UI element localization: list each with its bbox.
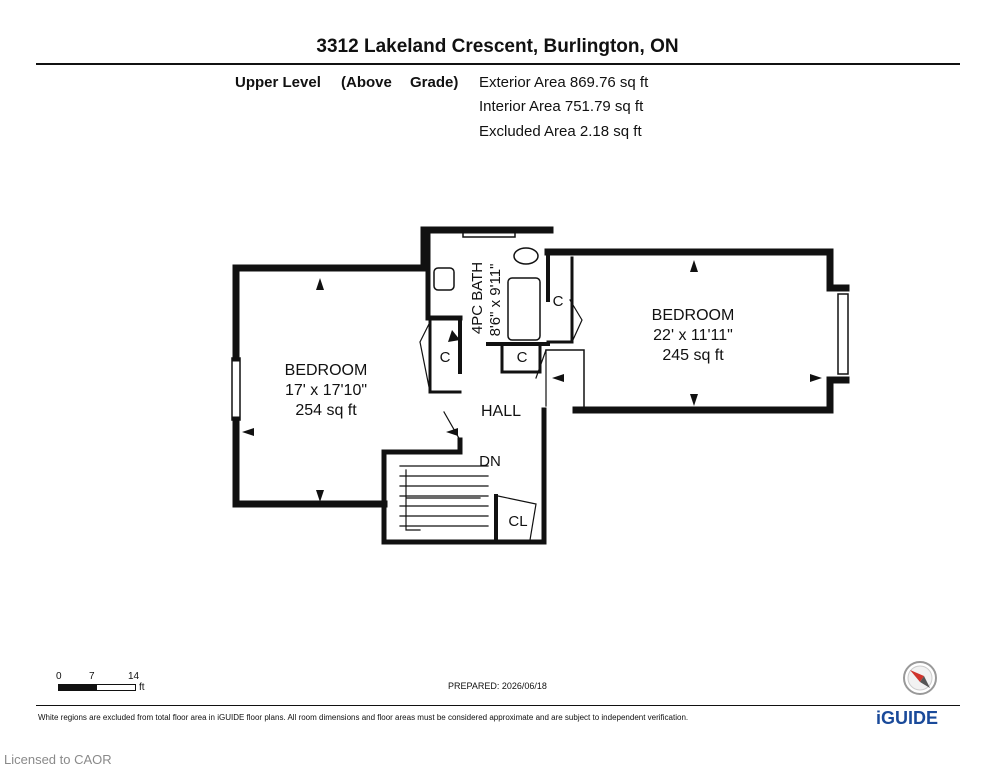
right-bedroom-north-wall xyxy=(544,248,850,292)
left-bedroom-walls xyxy=(232,226,554,272)
excluded-area: Excluded Area 2.18 sq ft xyxy=(479,123,642,140)
small-closet-wall xyxy=(500,342,542,374)
scale-unit: ft xyxy=(139,682,145,693)
hall-name: HALL xyxy=(481,403,521,420)
door-swings xyxy=(419,299,583,541)
right-bedroom-area: 245 sq ft xyxy=(662,347,724,364)
title-divider xyxy=(36,63,960,65)
level-sub-1: (Above xyxy=(341,74,392,91)
interior-area: Interior Area 751.79 sq ft xyxy=(479,98,644,115)
left-bedroom-dims: 17' x 17'10" xyxy=(285,382,367,399)
closet-small-label: C xyxy=(517,349,528,366)
scale-bar-fill xyxy=(59,685,97,690)
hall-east-wall xyxy=(381,407,547,545)
bath-sink xyxy=(433,267,455,291)
level-sub-2: Grade) xyxy=(410,74,459,91)
right-bedroom-window xyxy=(837,293,849,375)
bath-window xyxy=(462,228,516,238)
scale-label-7: 7 xyxy=(89,671,95,682)
iguide-logo: iGUIDE xyxy=(876,708,939,728)
license-watermark: Licensed to CAOR xyxy=(4,752,112,767)
left-bedroom-west-wall-bottom xyxy=(232,416,388,508)
toilet xyxy=(513,247,539,265)
right-bedroom-east-wall xyxy=(572,376,850,414)
right-bedroom-dims: 22' x 11'11" xyxy=(653,327,733,344)
bathtub xyxy=(507,277,541,341)
scale-label-0: 0 xyxy=(56,671,62,682)
closet-cl-label: CL xyxy=(508,513,527,530)
compass-icon xyxy=(903,661,937,695)
exterior-area: Exterior Area 869.76 sq ft xyxy=(479,74,649,91)
scale-bar-outline xyxy=(58,684,136,691)
prepared-date: PREPARED: 2026/06/18 xyxy=(448,681,547,691)
page-title: 3312 Lakeland Crescent, Burlington, ON xyxy=(316,36,679,57)
left-bedroom-name: BEDROOM xyxy=(285,362,368,379)
scale-bar: 0 7 14 ft xyxy=(56,671,156,695)
staircase xyxy=(399,465,489,531)
dimension-arrows xyxy=(242,260,822,502)
left-bedroom-window xyxy=(231,357,241,421)
left-bedroom-area: 254 sq ft xyxy=(295,402,357,419)
bath-dims: 8'6" x 9'11" xyxy=(487,264,504,337)
footer-divider xyxy=(36,705,960,706)
closet-right-label: C xyxy=(553,293,564,310)
bath-name: 4PC BATH xyxy=(469,262,486,334)
closet-left-label: C xyxy=(440,349,451,366)
bath-west-wall xyxy=(425,227,463,321)
level-name: Upper Level xyxy=(235,74,321,91)
scale-label-14: 14 xyxy=(128,671,140,682)
stairs-down-label: DN xyxy=(479,453,501,470)
right-bedroom-name: BEDROOM xyxy=(652,307,735,324)
stair-opening xyxy=(545,349,585,411)
disclaimer-text: White regions are excluded from total fl… xyxy=(38,713,689,722)
